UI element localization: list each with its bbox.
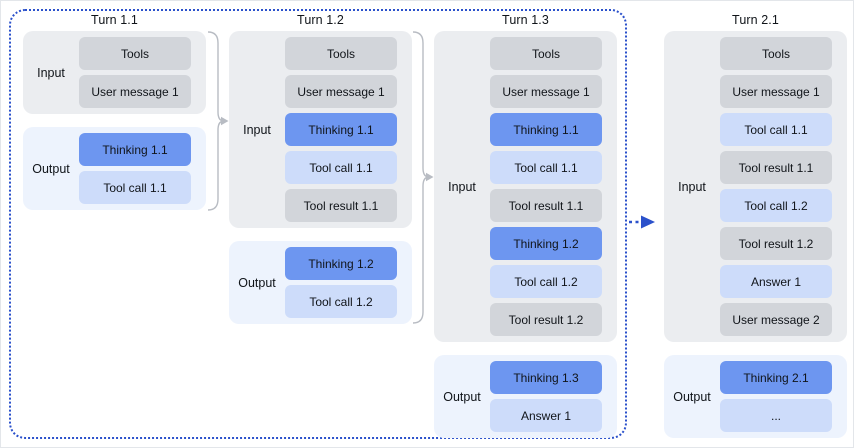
dashed-arrow-right-icon (629, 215, 655, 229)
output-label: Output (238, 275, 276, 290)
bracket-arrow-right-icon (207, 31, 229, 211)
input-label: Input (448, 179, 476, 194)
block-user-message-1: User message 1 (285, 75, 397, 108)
block-tool-call-1-1: Tool call 1.1 (490, 151, 602, 184)
block-thinking-1-1: Thinking 1.1 (79, 133, 191, 166)
block-thinking-1-1: Thinking 1.1 (285, 113, 397, 146)
block-user-message-1: User message 1 (720, 75, 832, 108)
block-tool-result-1-1: Tool result 1.1 (490, 189, 602, 222)
output-label: Output (673, 389, 711, 404)
output-blocks: Thinking 2.1... (720, 355, 847, 438)
block-tool-result-1-2: Tool result 1.2 (490, 303, 602, 336)
block-answer-1: Answer 1 (720, 265, 832, 298)
block-ellipsis: ... (720, 399, 832, 432)
block-thinking-2-1: Thinking 2.1 (720, 361, 832, 394)
block-tools: Tools (285, 37, 397, 70)
bracket-arrow-right-icon (412, 31, 434, 324)
block-tool-call-1-2: Tool call 1.2 (490, 265, 602, 298)
block-thinking-1-3: Thinking 1.3 (490, 361, 602, 394)
turn-title: Turn 1.1 (91, 13, 138, 27)
block-tools: Tools (720, 37, 832, 70)
block-thinking-1-2: Thinking 1.2 (490, 227, 602, 260)
block-user-message-2: User message 2 (720, 303, 832, 336)
block-tool-result-1-1: Tool result 1.1 (720, 151, 832, 184)
output-panel: Output Thinking 2.1... (664, 355, 847, 438)
output-label: Output (32, 161, 70, 176)
block-tools: Tools (490, 37, 602, 70)
block-tool-result-1-2: Tool result 1.2 (720, 227, 832, 260)
block-thinking-1-1: Thinking 1.1 (490, 113, 602, 146)
block-answer-1: Answer 1 (490, 399, 602, 432)
block-tools: Tools (79, 37, 191, 70)
block-user-message-1: User message 1 (79, 75, 191, 108)
block-user-message-1: User message 1 (490, 75, 602, 108)
turn-title: Turn 1.2 (297, 13, 344, 27)
turn-title: Turn 2.1 (732, 13, 779, 27)
block-thinking-1-2: Thinking 1.2 (285, 247, 397, 280)
output-label: Output (443, 389, 481, 404)
block-tool-call-1-2: Tool call 1.2 (285, 285, 397, 318)
input-label: Input (243, 122, 271, 137)
block-tool-result-1-1: Tool result 1.1 (285, 189, 397, 222)
block-tool-call-1-1: Tool call 1.1 (285, 151, 397, 184)
block-tool-call-1-1: Tool call 1.1 (720, 113, 832, 146)
block-tool-call-1-2: Tool call 1.2 (720, 189, 832, 222)
input-label: Input (37, 65, 65, 80)
input-label: Input (678, 179, 706, 194)
block-tool-call-1-1: Tool call 1.1 (79, 171, 191, 204)
turn-title: Turn 1.3 (502, 13, 549, 27)
